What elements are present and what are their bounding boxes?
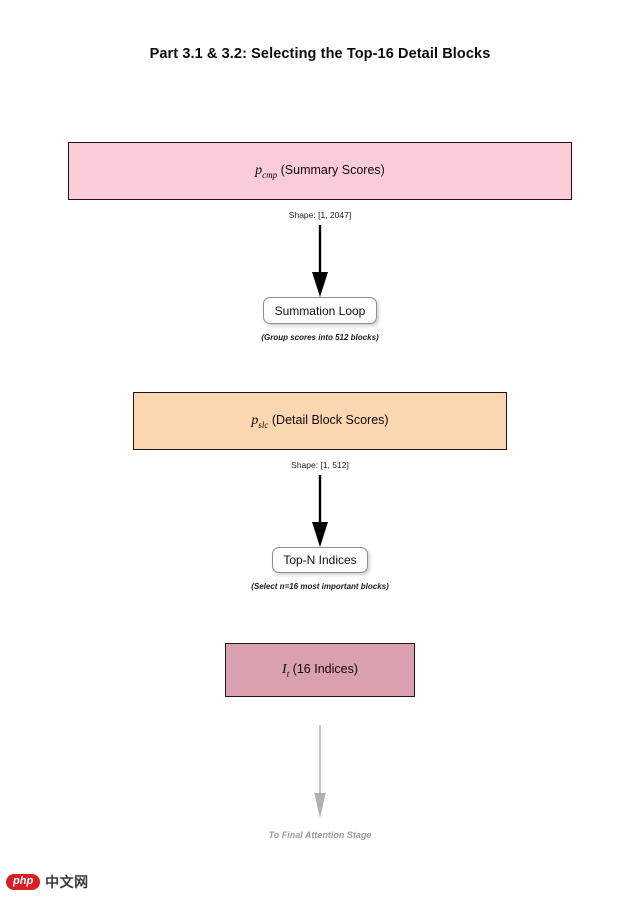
node-top-n-indices-label: Top-N Indices [283,553,357,567]
node-top-n-indices[interactable]: Top-N Indices [272,547,368,573]
block-pcmp: pcmp (Summary Scores) [68,142,572,200]
block-pslc-label: pslc (Detail Block Scores) [251,413,388,430]
symbol-it: It [282,661,290,679]
node-summation-loop-label: Summation Loop [274,303,366,318]
watermark-badge: php [6,874,41,890]
caption-group-scores: (Group scores into 512 blocks) [261,333,379,342]
caption-shape-pcmp: Shape: [1, 2047] [288,210,352,220]
symbol-pcmp: pcmp [255,162,278,180]
block-it-suffix: (16 Indices) [289,661,358,676]
block-pcmp-label: pcmp (Summary Scores) [255,163,385,180]
watermark: php 中文网 [6,872,89,892]
symbol-pslc: pslc [251,412,269,430]
caption-shape-pslc: Shape: [1, 512] [291,460,349,470]
block-it: It (16 Indices) [225,643,415,697]
caption-final-stage: To Final Attention Stage [268,830,372,840]
node-summation-loop[interactable]: Summation Loop [263,297,377,324]
block-it-label: It (16 Indices) [282,662,358,679]
page-title: Part 3.1 & 3.2: Selecting the Top-16 Det… [149,46,491,62]
block-pslc-suffix: (Detail Block Scores) [268,412,389,427]
block-pslc: pslc (Detail Block Scores) [133,392,507,450]
watermark-text: 中文网 [45,874,89,890]
block-pcmp-suffix: (Summary Scores) [277,162,385,177]
caption-select-blocks: (Select n=16 most important blocks) [251,582,389,591]
